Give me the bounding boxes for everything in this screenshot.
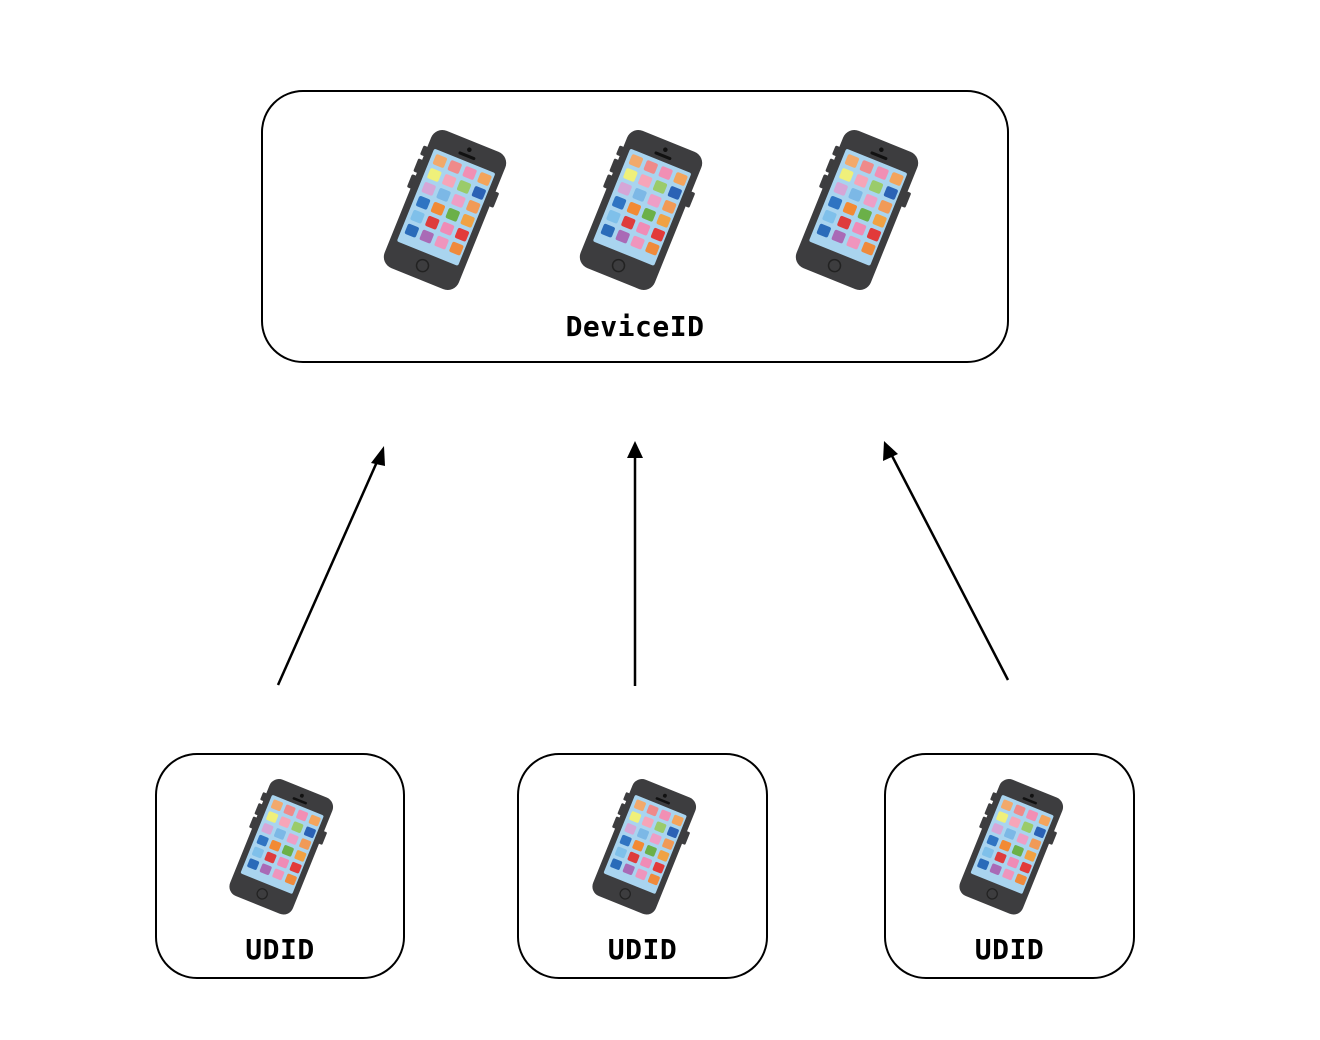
udid-label: UDID: [245, 933, 315, 966]
arrowhead-middle: [627, 441, 643, 458]
deviceid-label: DeviceID: [565, 310, 705, 343]
udid-box-1: UDID: [155, 753, 405, 979]
smartphone-icon: [787, 130, 927, 296]
smartphone-icon: [222, 779, 340, 920]
deviceid-group-box: DeviceID: [261, 90, 1009, 363]
udid-label: UDID: [974, 933, 1045, 966]
smartphone-icon: [571, 130, 711, 296]
arrow-left: [276, 454, 382, 686]
smartphone-icon: [375, 130, 515, 296]
smartphone-icon: [952, 779, 1070, 920]
udid-label: UDID: [607, 933, 678, 966]
udid-box-2: UDID: [517, 753, 768, 979]
udid-box-3: UDID: [884, 753, 1135, 979]
arrowhead-right: [883, 441, 898, 461]
smartphone-icon: [585, 779, 703, 920]
arrowhead-left: [371, 446, 385, 466]
arrow-right: [887, 449, 1010, 681]
